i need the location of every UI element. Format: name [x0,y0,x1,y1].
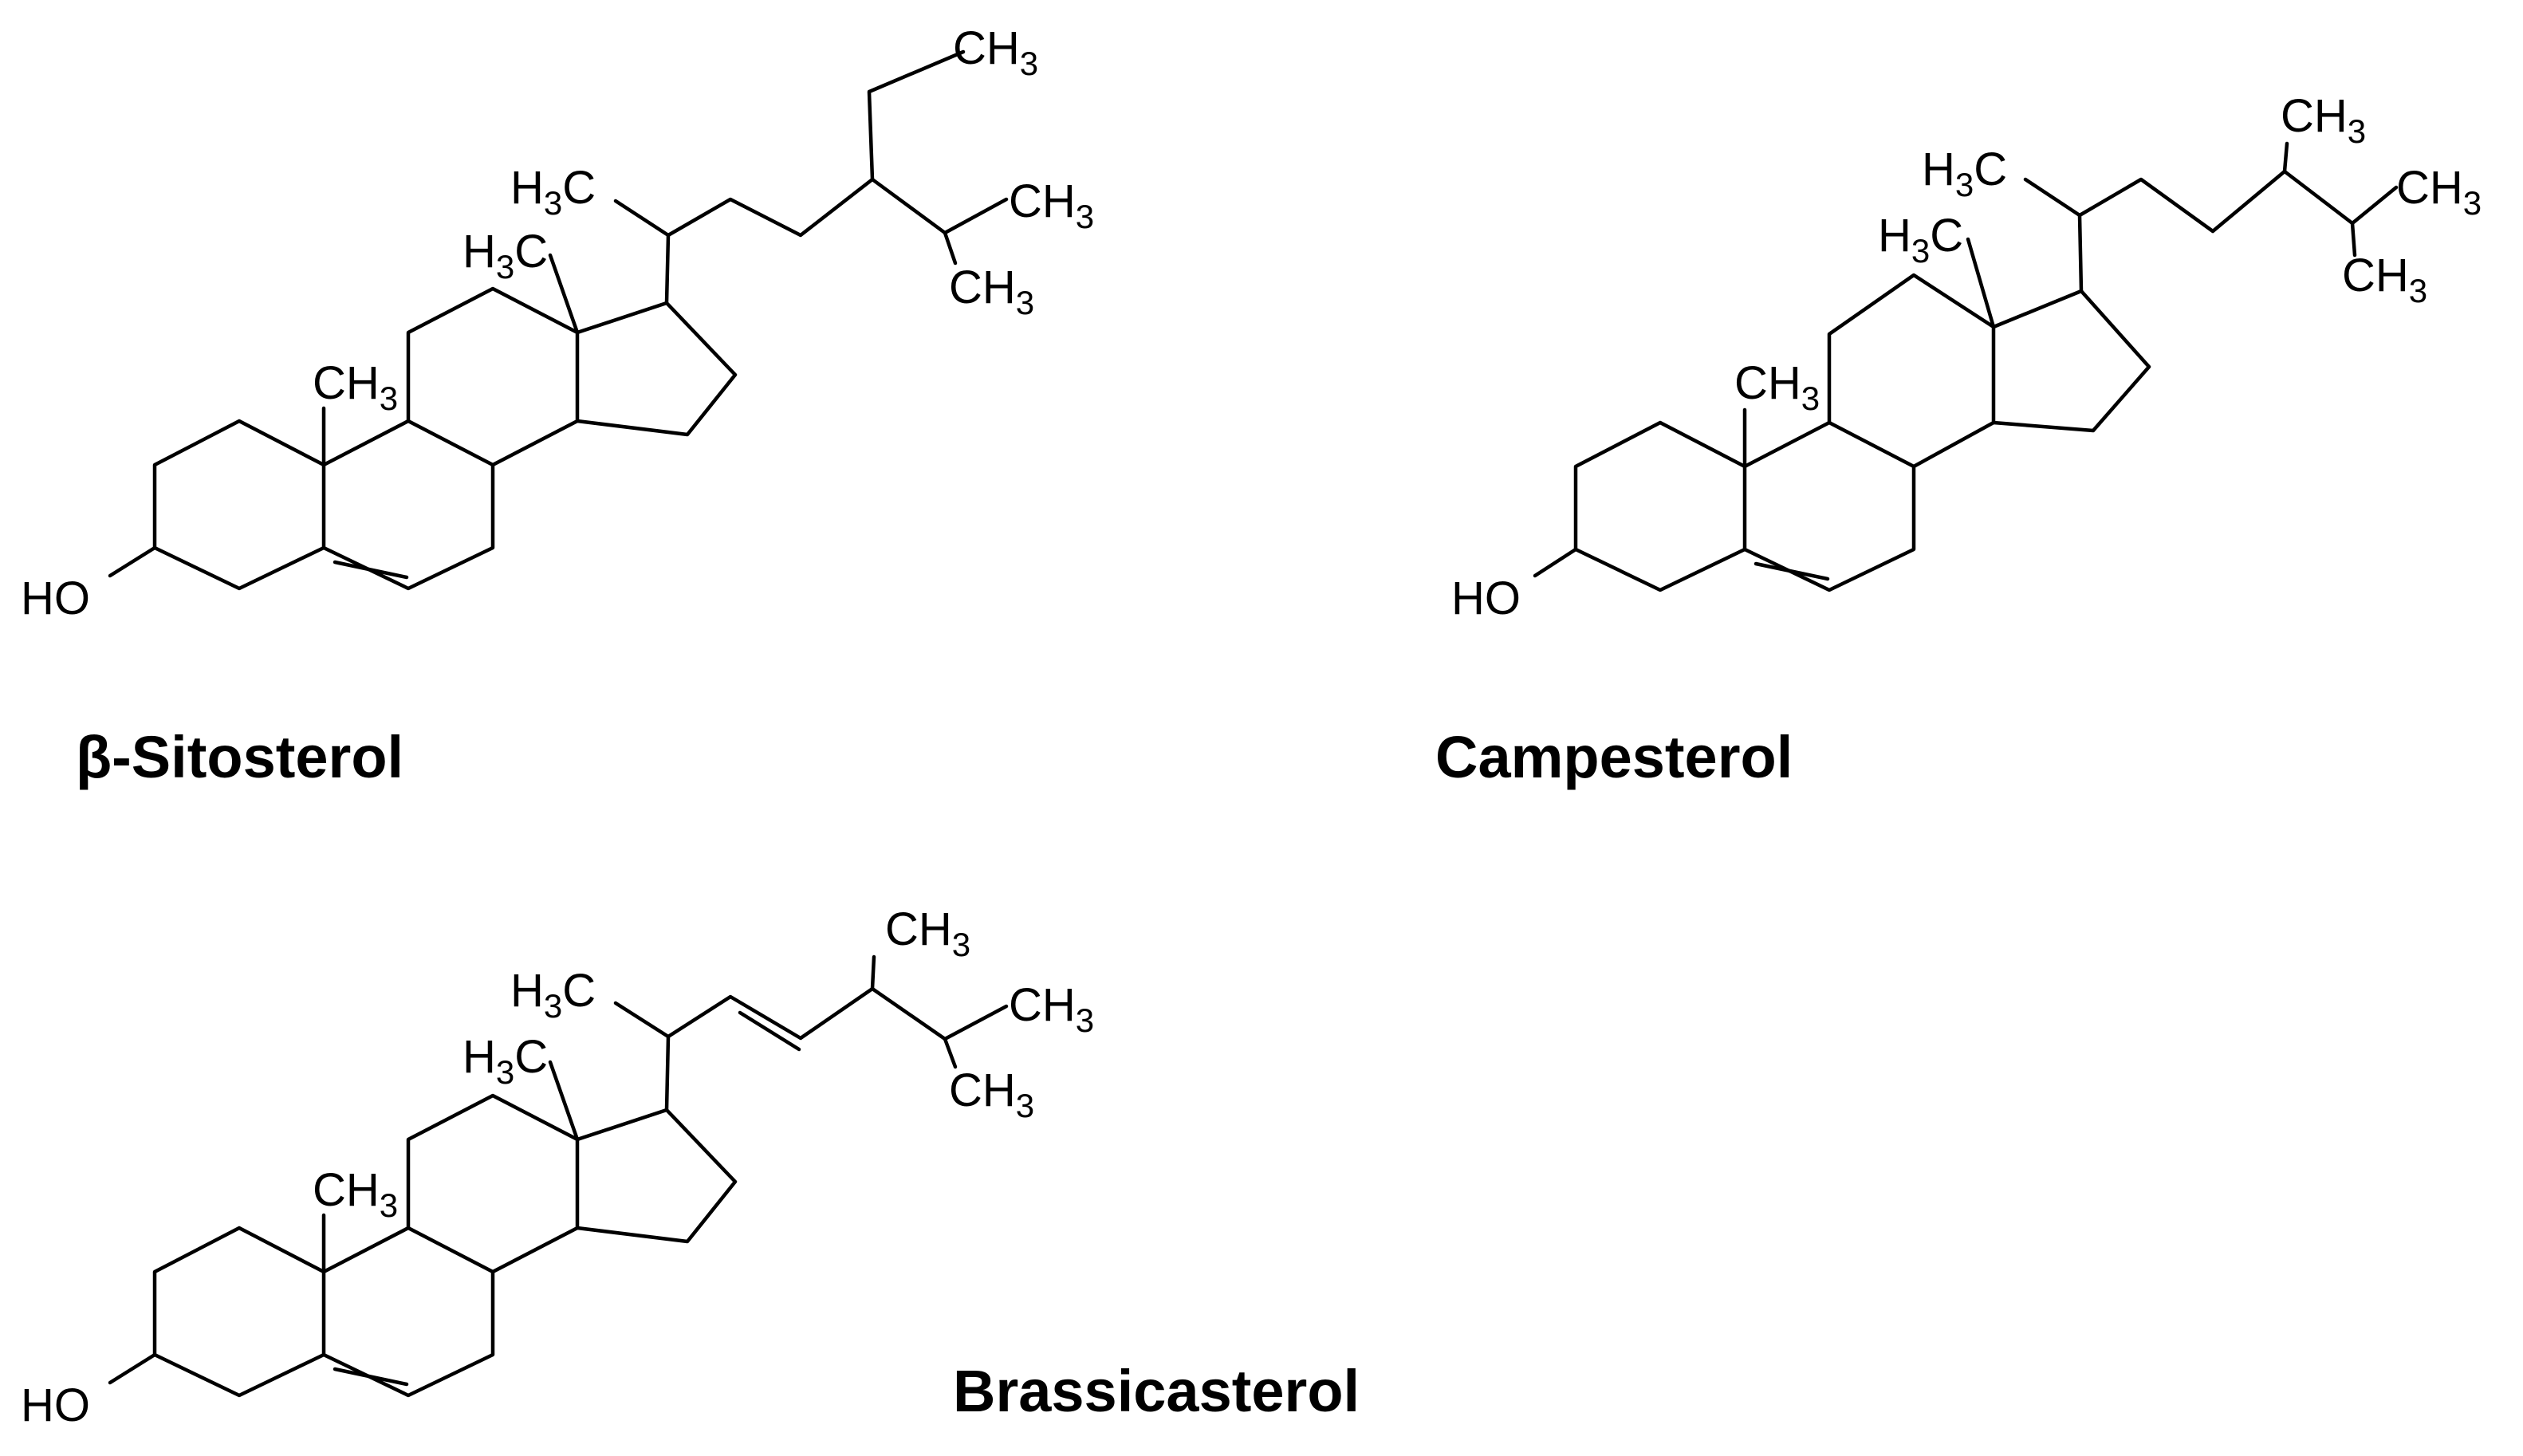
beta-sitosterol-structure: HO CH3 H3C H3C CH3 CH3 CH3 β-Sitosterol [21,22,1094,790]
c18-methyl-label: H3C [462,226,548,285]
ch3-label: CH3 [949,262,1034,321]
side-chain-bonds [613,49,1009,305]
c19-methyl-label: CH3 [1734,357,1820,417]
ch3-label: CH3 [2281,90,2366,150]
side-chain-bonds [613,954,1009,1112]
compound-name: β-Sitosterol [76,724,403,790]
ch3-label: CH3 [2342,250,2427,309]
compound-name: Campesterol [1435,724,1793,790]
c21-methyl-label: H3C [510,965,596,1025]
steroid-core-bonds [1573,237,2151,592]
c19-methyl-label: CH3 [313,1164,398,1224]
c18-methyl-label: H3C [1878,210,1963,270]
steroid-core-bonds [152,1060,738,1398]
ch3-label: CH3 [1009,175,1094,235]
hydroxyl-bond [108,1352,157,1385]
ch3-label: CH3 [885,903,970,963]
ch3-label: CH3 [949,1064,1034,1124]
c21-methyl-label: H3C [1922,144,2007,203]
hydroxyl-bond [1533,547,1578,578]
campesterol-structure: HO CH3 H3C H3C CH3 CH3 CH3 Campesterol [1435,90,2482,790]
steroid-core-bonds [152,253,738,591]
hydroxyl-label: HO [1451,573,1521,624]
atom-labels: HO CH3 H3C H3C CH3 CH3 CH3 [21,903,1094,1431]
side-chain-bonds [2023,141,2399,293]
ch3-label: CH3 [1009,979,1094,1039]
c18-methyl-label: H3C [462,1031,548,1091]
atom-labels: HO CH3 H3C H3C CH3 CH3 CH3 [21,22,1094,624]
hydroxyl-label: HO [21,573,90,624]
c19-methyl-label: CH3 [313,357,398,417]
brassicasterol-structure: HO CH3 H3C H3C CH3 CH3 CH3 Brassicastero… [21,903,1360,1431]
ch3-label: CH3 [953,22,1038,82]
ch3-label: CH3 [2396,162,2482,222]
atom-labels: HO CH3 H3C H3C CH3 CH3 CH3 [1451,90,2482,624]
c21-methyl-label: H3C [510,162,596,222]
compound-name: Brassicasterol [953,1358,1360,1424]
hydroxyl-label: HO [21,1379,90,1431]
hydroxyl-bond [108,545,157,578]
